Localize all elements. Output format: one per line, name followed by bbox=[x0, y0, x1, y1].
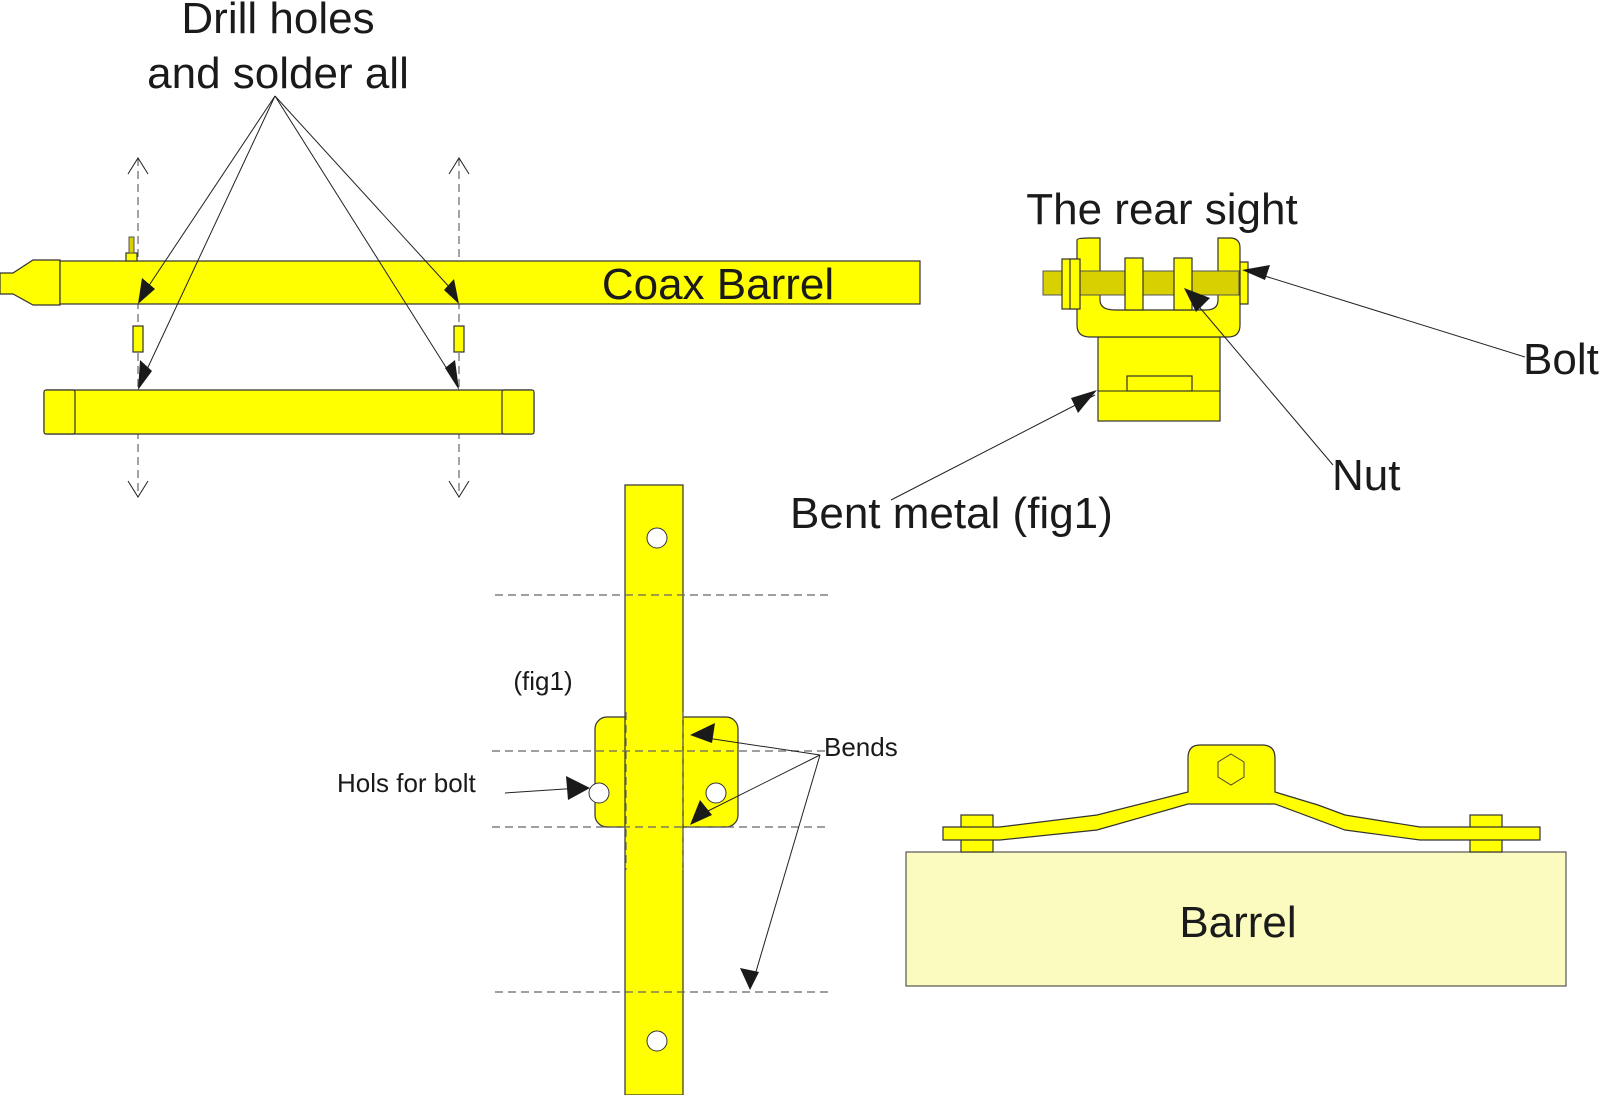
bolt-label: Bolt bbox=[1523, 335, 1599, 384]
barrel-block bbox=[905, 851, 1567, 987]
bent-metal-arrow-head bbox=[1071, 390, 1097, 413]
spacer-right bbox=[453, 325, 465, 353]
nut-arrow-head bbox=[1184, 288, 1210, 312]
arrow-head bbox=[138, 278, 155, 304]
nut-label: Nut bbox=[1332, 451, 1400, 500]
drill-holes-label-line2: and solder all bbox=[147, 49, 409, 98]
bolt-leader bbox=[1251, 271, 1526, 358]
rear-sight bbox=[1042, 237, 1249, 422]
bends-label: Bends bbox=[824, 732, 898, 762]
lower-tube bbox=[43, 389, 535, 435]
rear-sight-title: The rear sight bbox=[1026, 185, 1297, 234]
bends-leaders bbox=[690, 723, 821, 990]
fig1-label: (fig1) bbox=[513, 666, 572, 696]
holes-for-bolt-label: Hols for bolt bbox=[337, 768, 476, 798]
spacer-left bbox=[132, 325, 144, 353]
bent-metal-label: Bent metal (fig1) bbox=[790, 489, 1113, 538]
drill-holes-label-line1: Drill holes bbox=[181, 0, 374, 43]
nut-leader bbox=[1189, 295, 1334, 466]
holes-arrow-head bbox=[566, 776, 590, 800]
drill-leaders bbox=[138, 95, 459, 390]
coax-barrel bbox=[0, 236, 921, 306]
bolt-arrow-head bbox=[1242, 265, 1270, 280]
mounted-bracket bbox=[942, 744, 1541, 853]
coax-barrel-label: Coax Barrel bbox=[602, 260, 834, 309]
bent-metal-leader bbox=[890, 394, 1096, 501]
fig1-strip bbox=[588, 484, 739, 1095]
barrel-label: Barrel bbox=[1179, 898, 1296, 947]
